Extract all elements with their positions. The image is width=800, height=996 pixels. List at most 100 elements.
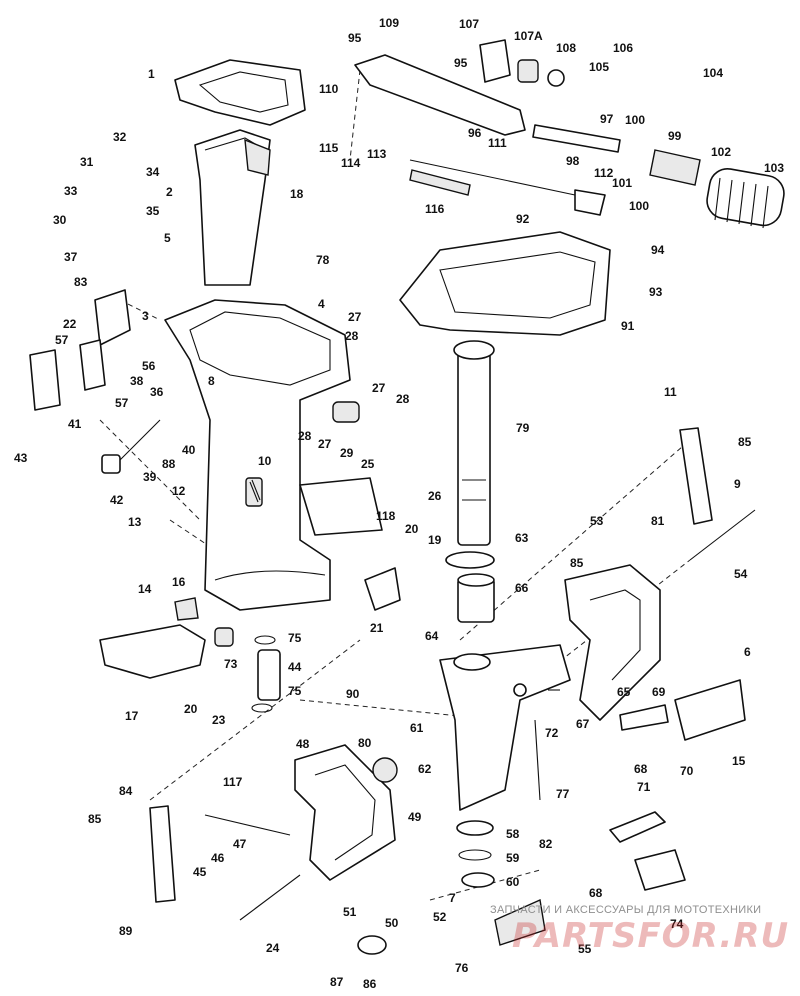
callout-66: 66 <box>515 581 529 595</box>
callout-64: 64 <box>425 629 439 643</box>
callout-49: 49 <box>408 810 422 824</box>
mount-21 <box>364 567 401 611</box>
o-ring-59 <box>458 849 492 861</box>
callout-18: 18 <box>290 187 304 201</box>
callout-103: 103 <box>764 161 785 175</box>
through-bolt-117 <box>204 814 291 836</box>
callout-115: 115 <box>319 141 339 155</box>
bushing-80 <box>372 757 398 783</box>
bushing-58 <box>456 820 494 836</box>
callout-89: 89 <box>119 924 133 938</box>
callout-108: 108 <box>556 41 577 55</box>
tiller-grip-102 <box>649 149 701 186</box>
callout-61: 61 <box>410 721 424 735</box>
callout-113: 113 <box>367 147 387 161</box>
link-69 <box>619 704 669 731</box>
callout-68a: 68 <box>634 762 648 776</box>
callout-23: 23 <box>212 713 226 727</box>
callout-26: 26 <box>428 489 442 503</box>
link-74 <box>634 849 686 891</box>
callout-94: 94 <box>651 243 665 257</box>
tilt-lever-9 <box>679 427 713 525</box>
shift-lever-83 <box>94 289 131 346</box>
callout-88: 88 <box>162 457 176 471</box>
callout-21: 21 <box>370 621 384 635</box>
callout-53: 53 <box>590 514 604 528</box>
callout-73: 73 <box>224 657 238 671</box>
callout-39: 39 <box>143 470 157 484</box>
callout-43: 43 <box>14 451 28 465</box>
bushing-107A <box>517 59 539 83</box>
callout-93: 93 <box>649 285 663 299</box>
callout-60: 60 <box>506 875 520 889</box>
callout-4: 4 <box>318 297 325 311</box>
callout-102: 102 <box>711 145 732 159</box>
callout-114: 114 <box>341 156 361 170</box>
callout-9: 9 <box>734 477 741 491</box>
callout-65: 65 <box>617 685 631 699</box>
callout-80: 80 <box>358 736 372 750</box>
callout-34: 34 <box>146 165 160 179</box>
bracket-41 <box>29 349 61 411</box>
callout-56: 56 <box>142 359 156 373</box>
callout-55: 55 <box>578 942 592 956</box>
callout-20b: 20 <box>184 702 198 716</box>
callout-70: 70 <box>680 764 694 778</box>
callout-2: 2 <box>166 185 173 199</box>
callout-57a: 57 <box>55 333 69 347</box>
grommet-73 <box>214 627 234 647</box>
callout-104: 104 <box>703 66 724 80</box>
callout-25: 25 <box>361 457 375 471</box>
stern-bracket-53 <box>564 564 661 721</box>
callout-82: 82 <box>539 837 553 851</box>
tilt-lever-89 <box>149 805 176 903</box>
o-ring-75b <box>251 703 273 713</box>
callout-13: 13 <box>128 515 142 529</box>
plug-16 <box>174 597 199 621</box>
callout-30: 30 <box>53 213 67 227</box>
callout-111: 111 <box>488 136 507 150</box>
callout-27b: 27 <box>372 381 386 395</box>
callout-75a: 75 <box>288 631 302 645</box>
callout-107A: 107A <box>514 29 543 43</box>
callout-47: 47 <box>233 837 247 851</box>
callout-8: 8 <box>208 374 215 388</box>
steering-bracket-91 <box>399 231 611 336</box>
clamp-pad-6 <box>674 679 746 741</box>
callout-22: 22 <box>63 317 77 331</box>
callout-86: 86 <box>363 977 377 991</box>
callout-98: 98 <box>566 154 580 168</box>
spacer-44 <box>257 649 281 701</box>
callout-45: 45 <box>193 865 207 879</box>
callout-10: 10 <box>258 454 272 468</box>
plate-55 <box>494 898 546 946</box>
callout-107: 107 <box>459 17 480 31</box>
callout-92: 92 <box>516 212 530 226</box>
callout-72: 72 <box>545 726 559 740</box>
watermark-text: ЗАПЧАСТИ И АКСЕССУАРЫ ДЛЯ МОТОТЕХНИКИ <box>490 904 762 916</box>
callout-85c: 85 <box>88 812 102 826</box>
lever-22 <box>79 339 106 391</box>
callout-97: 97 <box>600 112 614 126</box>
throttle-shaft-97 <box>532 124 621 153</box>
mount-bracket-25 <box>299 477 383 536</box>
callout-106: 106 <box>613 41 634 55</box>
callout-81: 81 <box>651 514 665 528</box>
callout-100b: 100 <box>629 199 650 213</box>
callout-84: 84 <box>119 784 133 798</box>
callout-3: 3 <box>142 309 149 323</box>
callout-24: 24 <box>266 941 280 955</box>
callout-28c: 28 <box>298 429 312 443</box>
callout-59: 59 <box>506 851 520 865</box>
callout-14: 14 <box>138 582 152 596</box>
swivel-bracket-61 <box>439 644 571 811</box>
callout-40: 40 <box>182 443 196 457</box>
callout-116: 116 <box>425 202 445 216</box>
callout-37: 37 <box>64 250 78 264</box>
callout-90: 90 <box>346 687 360 701</box>
callout-16: 16 <box>172 575 186 589</box>
callout-67: 67 <box>576 717 590 731</box>
callout-69: 69 <box>652 685 666 699</box>
callout-28a: 28 <box>345 329 359 343</box>
